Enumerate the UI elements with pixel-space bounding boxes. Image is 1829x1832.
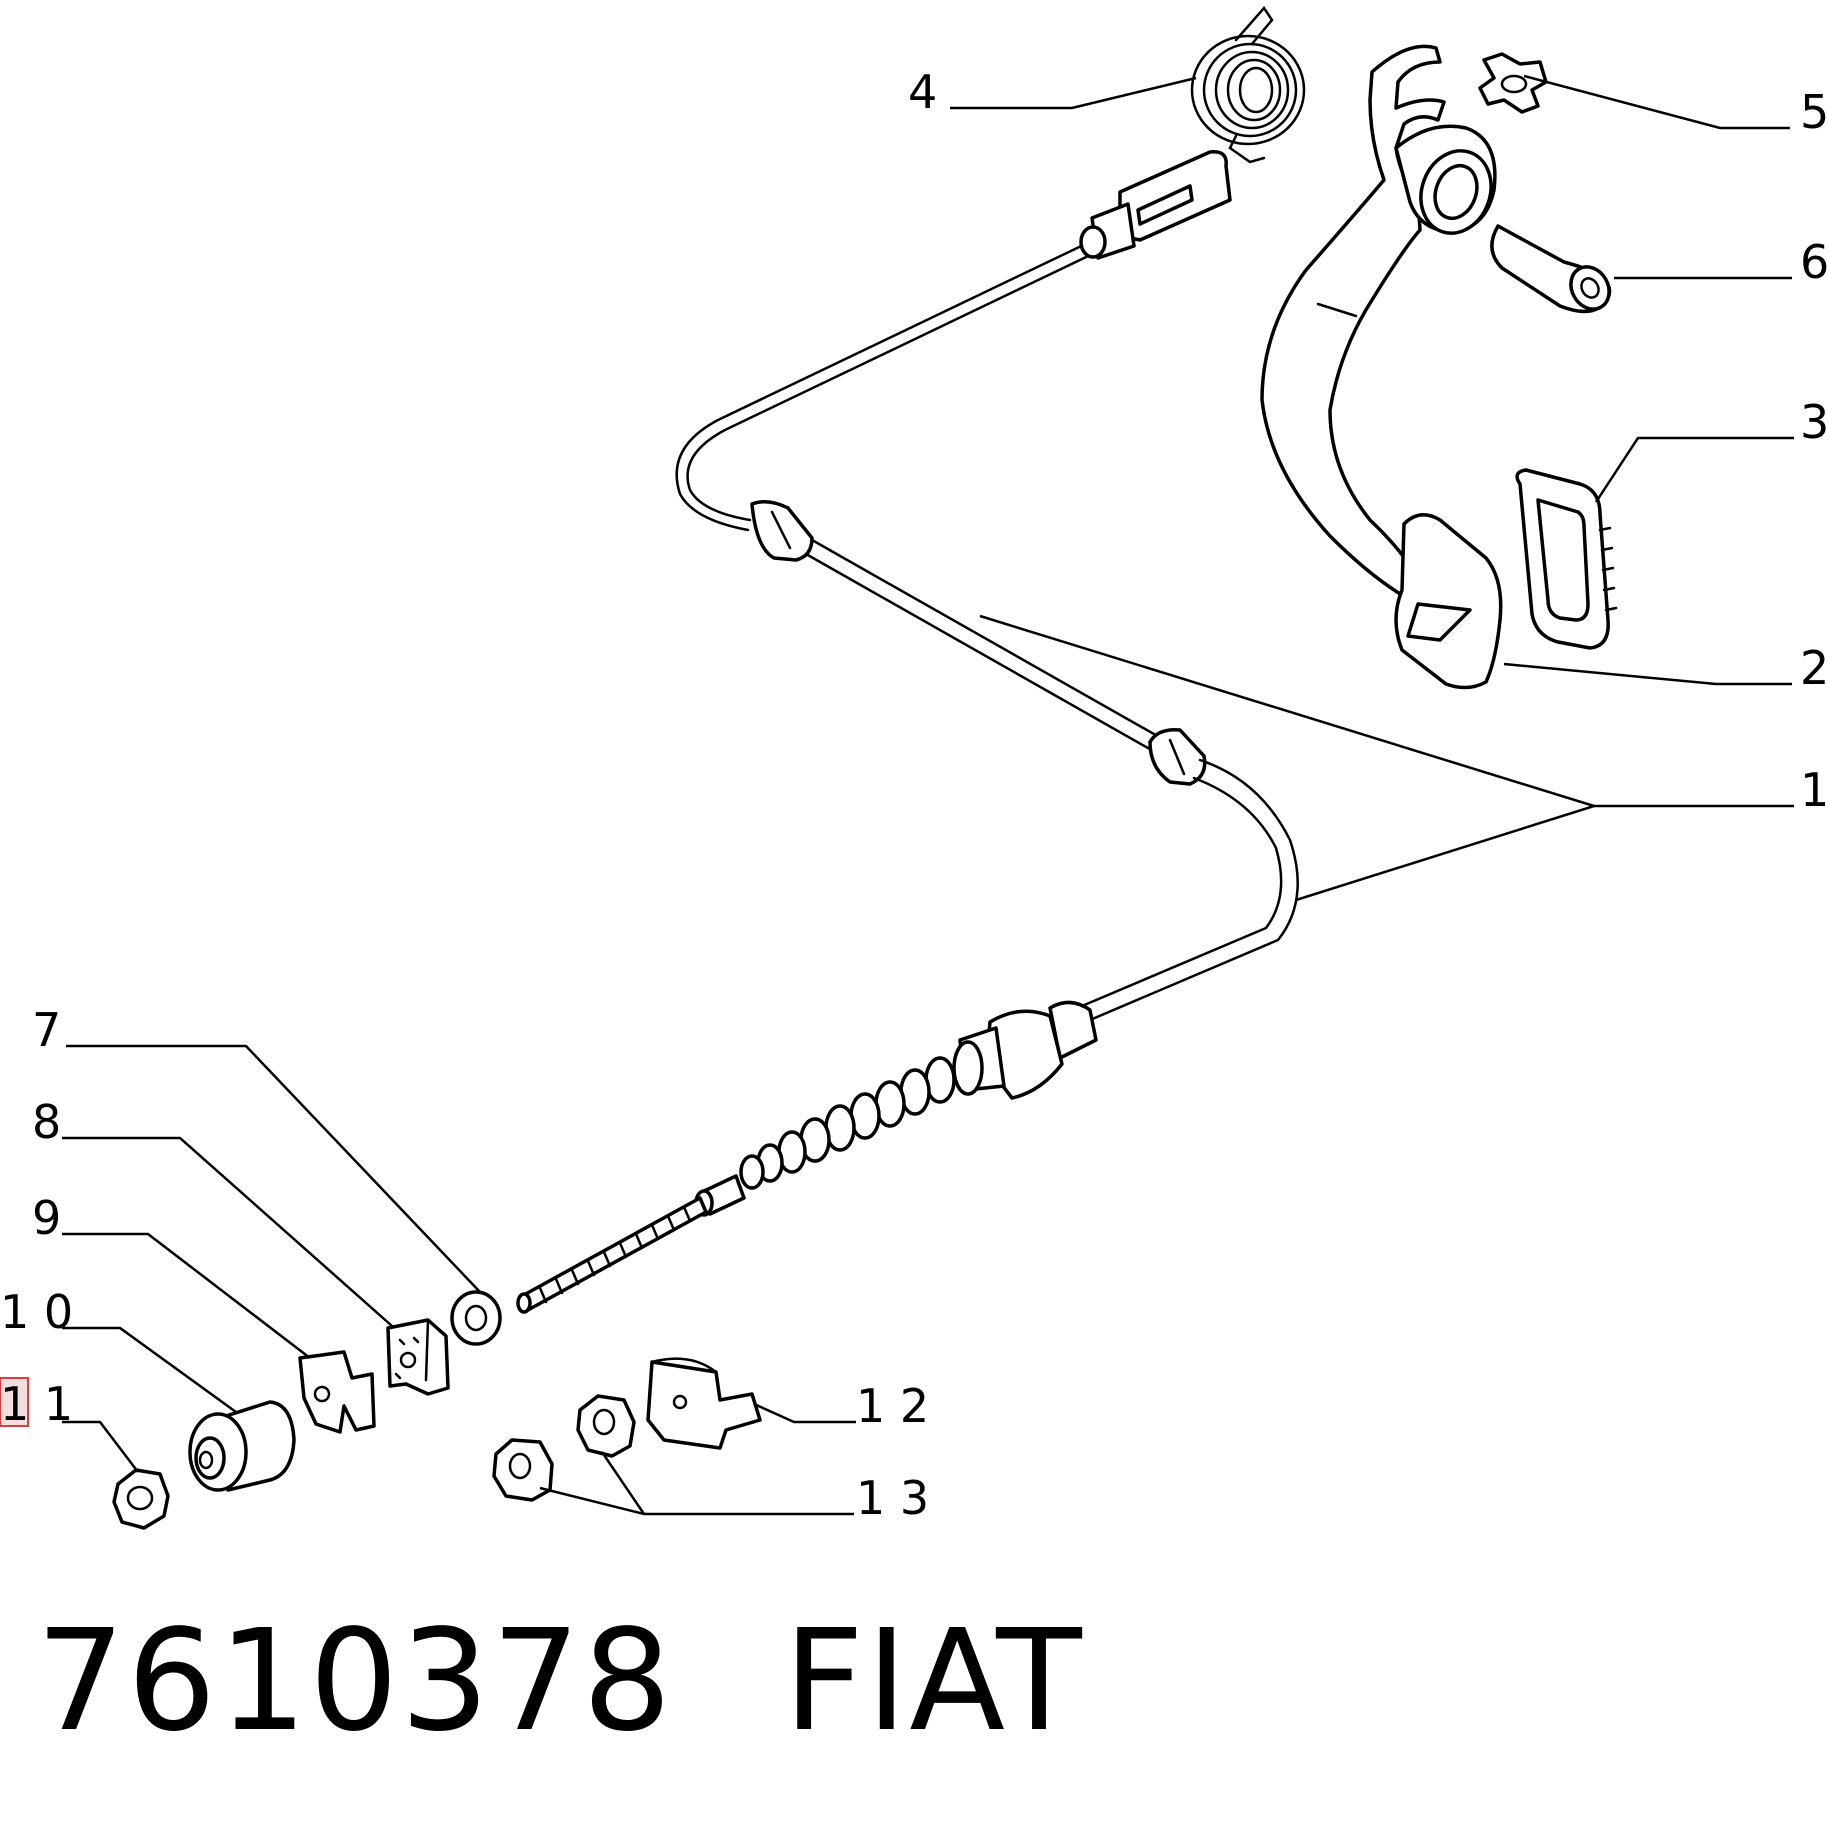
leader-13	[539, 1486, 854, 1516]
leader-13b	[600, 1451, 646, 1515]
part-3-pedal-pad[interactable]	[1515, 468, 1618, 650]
part-6-bushing[interactable]	[1490, 224, 1617, 316]
part-4-return-spring[interactable]	[1190, 5, 1306, 164]
part-number: 7610378	[36, 1600, 674, 1763]
part-9-bracket[interactable]	[298, 1350, 376, 1434]
callout-10[interactable]: 1 0	[0, 1285, 73, 1339]
callout-11[interactable]: 1 1	[0, 1377, 73, 1431]
part-8-retainer[interactable]	[386, 1318, 450, 1396]
callout-8[interactable]: 8	[32, 1095, 61, 1149]
leader-12	[753, 1402, 856, 1424]
callout-4[interactable]: 4	[908, 65, 937, 119]
leader-11	[62, 1420, 139, 1473]
leader-3	[1594, 436, 1794, 503]
footer-caption: 7610378 FIAT	[36, 1600, 1084, 1763]
callout-6[interactable]: 6	[1800, 235, 1829, 289]
part-13-nuts[interactable]	[492, 1394, 636, 1502]
callout-12[interactable]: 1 2	[856, 1379, 929, 1433]
leader-2	[1503, 662, 1792, 686]
callout-labels: 4 5 6 3 2 1 7 8 9 1 0 1 1 1 2 1 3	[0, 65, 1829, 1525]
leader-lines	[62, 74, 1794, 1516]
callout-7[interactable]: 7	[32, 1003, 61, 1057]
part-5-clip[interactable]	[1478, 52, 1548, 114]
callout-5[interactable]: 5	[1800, 85, 1829, 139]
highlight-box	[0, 1377, 29, 1427]
brand-name: FIAT	[783, 1600, 1084, 1763]
callout-1[interactable]: 1	[1800, 763, 1829, 817]
callout-9[interactable]: 9	[32, 1191, 61, 1245]
leader-1a	[979, 614, 1595, 808]
part-1-clutch-cable[interactable]	[516, 150, 1299, 1314]
leader-4	[950, 76, 1197, 110]
leader-9	[62, 1232, 311, 1359]
part-7-washer[interactable]	[450, 1290, 502, 1346]
part-12-bracket-plate[interactable]	[646, 1357, 762, 1450]
leader-8	[62, 1136, 393, 1327]
leader-5	[1523, 74, 1790, 130]
callout-13[interactable]: 1 3	[856, 1471, 929, 1525]
leader-10	[62, 1326, 237, 1414]
leader-1b	[1295, 804, 1794, 902]
part-11-nut[interactable]	[112, 1468, 170, 1530]
part-10-rubber-bush[interactable]	[188, 1400, 296, 1492]
callout-2[interactable]: 2	[1800, 641, 1829, 695]
leader-7	[66, 1044, 481, 1293]
part-2-pedal-lever[interactable]	[1260, 44, 1503, 690]
callout-3[interactable]: 3	[1800, 395, 1829, 449]
